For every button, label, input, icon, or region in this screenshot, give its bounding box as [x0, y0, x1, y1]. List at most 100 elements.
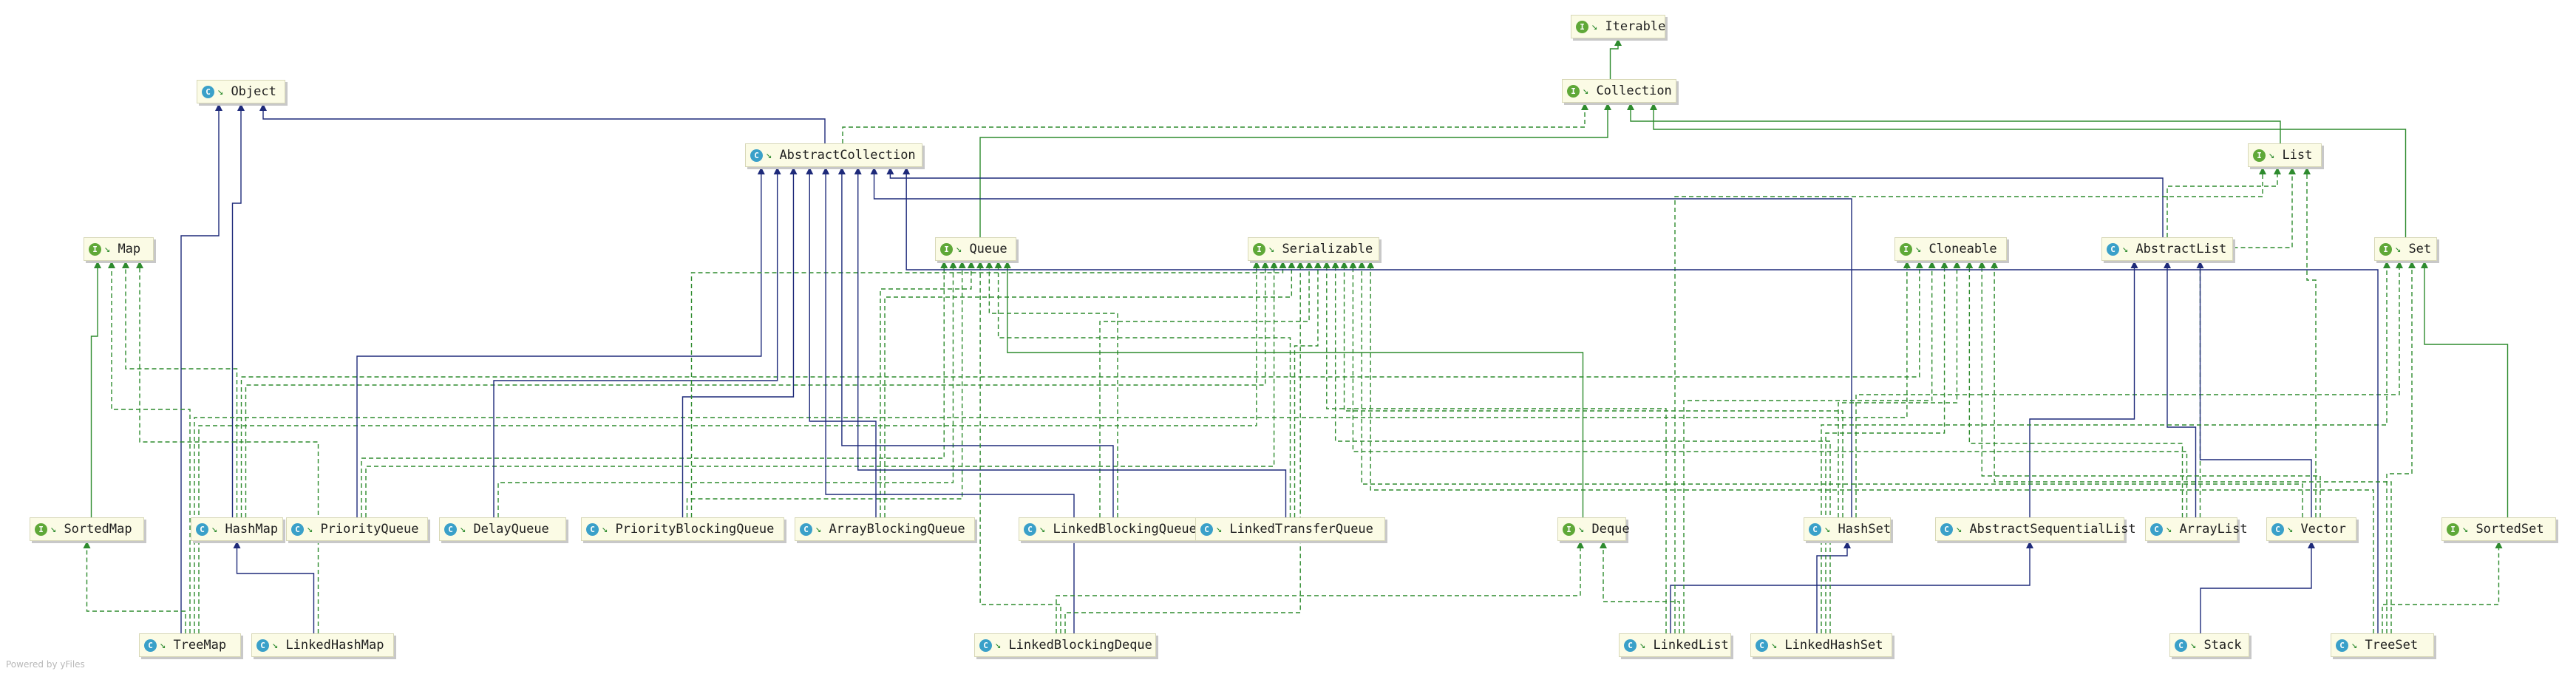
node-queue[interactable]: I↘Queue [935, 237, 1016, 261]
node-linked-blocking-queue[interactable]: C↘LinkedBlockingQueue [1019, 517, 1199, 541]
edge-array_list-to-cloneable [1968, 268, 2184, 517]
arrowhead-icon [1915, 261, 1923, 268]
node-hash-set[interactable]: C↘HashSet [1804, 517, 1891, 541]
public-visibility-icon: ↘ [1915, 243, 1922, 255]
node-array-list[interactable]: C↘ArrayList [2145, 517, 2248, 541]
public-visibility-icon: ↘ [1771, 639, 1778, 651]
class-badge-icon: C [1809, 522, 1821, 536]
edge-tree_map-to-cloneable [194, 268, 1908, 633]
edge-tree_set-to-serializable [1370, 268, 2374, 633]
interface-badge-icon: I [35, 522, 47, 536]
arrowhead-icon [2274, 167, 2281, 174]
node-set[interactable]: I↘Set [2374, 237, 2437, 261]
edge-array_list-to-abstract_list [2167, 268, 2197, 517]
edge-tree_map-to-object [180, 110, 220, 633]
node-linked-list[interactable]: C↘LinkedList [1619, 633, 1731, 657]
node-deque[interactable]: I↘Deque [1557, 517, 1630, 541]
arrowhead-icon [1600, 541, 1607, 548]
public-visibility-icon: ↘ [460, 523, 466, 535]
edge-collection-to-iterable [1609, 45, 1619, 79]
edge-queue-to-collection [979, 109, 1608, 237]
class-badge-icon: C [1024, 522, 1036, 536]
interface-badge-icon: I [1563, 522, 1575, 536]
interface-badge-icon: I [1253, 242, 1265, 256]
node-cloneable[interactable]: I↘Cloneable [1894, 237, 2007, 261]
arrowhead-icon [958, 261, 966, 268]
interface-badge-icon: I [940, 242, 953, 256]
node-map[interactable]: I↘Map [84, 237, 154, 261]
edge-abstract_sequential_list-to-abstract_list [2029, 268, 2135, 517]
interface-badge-icon: I [89, 242, 101, 256]
node-serializable[interactable]: I↘Serializable [1248, 237, 1379, 261]
node-linked-transfer-queue[interactable]: C↘LinkedTransferQueue [1195, 517, 1385, 541]
public-visibility-icon: ↘ [2122, 243, 2129, 255]
class-badge-icon: C [1624, 639, 1637, 652]
arrowhead-icon [215, 103, 222, 111]
node-tree-map[interactable]: C↘TreeMap [139, 633, 241, 657]
node-linked-blocking-deque[interactable]: C↘LinkedBlockingDeque [974, 633, 1156, 657]
node-label: SortedMap [64, 522, 132, 537]
arrowhead-icon [94, 261, 101, 268]
node-priority-blocking-queue[interactable]: C↘PriorityBlockingQueue [581, 517, 784, 541]
node-label: DelayQueue [473, 522, 549, 537]
node-iterable[interactable]: I↘Iterable [1571, 15, 1665, 38]
arrowhead-icon [789, 167, 798, 174]
node-label: List [2282, 148, 2313, 163]
interface-badge-icon: I [2379, 242, 2392, 256]
class-badge-icon: C [750, 149, 763, 162]
arrowhead-icon [1340, 261, 1348, 268]
node-tree-set[interactable]: C↘TreeSet [2331, 633, 2434, 657]
class-badge-icon: C [2336, 639, 2348, 652]
node-sorted-set[interactable]: I↘SortedSet [2441, 517, 2556, 541]
edge-linked_list-to-deque [1603, 548, 1680, 633]
edge-priority_queue-to-serializable [365, 268, 1275, 517]
interface-badge-icon: I [2253, 149, 2266, 162]
arrowhead-icon [806, 167, 814, 174]
node-priority-queue[interactable]: C↘PriorityQueue [286, 517, 428, 541]
edge-abstract_collection-to-object [262, 110, 826, 143]
edge-linked_list-to-abstract_sequential_list [1670, 548, 2030, 633]
edge-hash_set-to-set [1855, 268, 2400, 517]
node-sorted-map[interactable]: I↘SortedMap [30, 517, 144, 541]
arrowhead-icon [1843, 541, 1851, 548]
node-label: Queue [969, 242, 1007, 256]
node-array-blocking-queue[interactable]: C↘ArrayBlockingQueue [795, 517, 975, 541]
node-linked-hash-set[interactable]: C↘LinkedHashSet [1750, 633, 1892, 657]
arrowhead-icon [1940, 261, 1948, 268]
node-linked-hash-map[interactable]: C↘LinkedHashMap [251, 633, 394, 657]
node-delay-queue[interactable]: C↘ DelayQueue [439, 517, 566, 541]
node-hash-map[interactable]: C↘HashMap [191, 517, 283, 541]
node-abstract-sequential-list[interactable]: C↘AbstractSequentialList [1935, 517, 2136, 541]
arrowhead-icon [1991, 261, 1999, 268]
class-badge-icon: C [1200, 522, 1213, 536]
arrowhead-icon [1270, 261, 1278, 268]
class-badge-icon: C [444, 522, 457, 536]
arrowhead-icon [1252, 261, 1260, 268]
edge-priority_blocking_queue-to-queue [686, 268, 963, 517]
arrowhead-icon [2130, 261, 2138, 268]
edge-priority_queue-to-abstract_collection [356, 174, 762, 517]
node-vector[interactable]: C↘Vector [2266, 517, 2356, 541]
edge-array_blocking_queue-to-queue [880, 268, 972, 517]
edge-abstract_list-to-list [2167, 174, 2278, 237]
edge-vector-to-list [2306, 174, 2317, 517]
arrowhead-icon [1288, 261, 1296, 268]
node-label: Object [231, 84, 276, 99]
arrowhead-icon [259, 103, 267, 111]
node-stack[interactable]: C↘Stack [2169, 633, 2249, 657]
node-abstract-list[interactable]: C↘AbstractList [2101, 237, 2233, 261]
edge-abstract_list-to-abstract_collection [889, 174, 2164, 237]
node-label: LinkedList [1653, 638, 1729, 653]
arrowhead-icon [2164, 261, 2171, 268]
arrowhead-icon [886, 167, 894, 174]
node-object[interactable]: C↘Object [197, 80, 285, 103]
edge-set-to-collection [1653, 109, 2407, 237]
public-visibility-icon: ↘ [217, 86, 224, 98]
node-abstract-collection[interactable]: C↘AbstractCollection [745, 143, 922, 167]
node-list[interactable]: I↘List [2248, 143, 2322, 167]
node-collection[interactable]: I↘Collection [1562, 79, 1676, 103]
interface-badge-icon: I [1900, 242, 1912, 256]
arrowhead-icon [822, 167, 830, 174]
edge-linked_blocking_deque-to-queue [979, 268, 1061, 633]
arrowhead-icon [1003, 261, 1011, 268]
